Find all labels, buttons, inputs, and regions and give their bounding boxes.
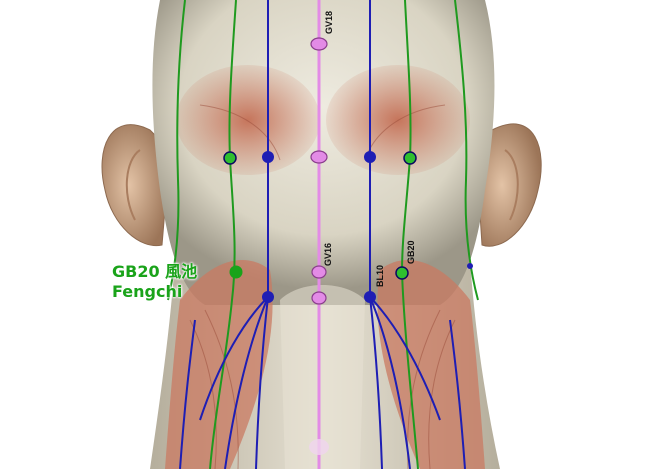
legend-marker [229,265,243,279]
bl10-label: BL10 [375,265,385,287]
gv16-point[interactable] [311,265,327,279]
gv18-point[interactable] [310,37,328,51]
acupoints [223,37,473,305]
gb12-dot[interactable] [467,263,473,269]
right-ear [475,123,542,247]
gv17-point[interactable] [310,150,328,164]
acupoint-legend: GB20 風池 Fengchi [112,262,197,302]
bl9-right-point[interactable] [364,151,376,163]
gv15-point[interactable] [311,291,327,305]
bl10-right-point[interactable] [364,291,376,303]
gb20-right-point[interactable] [395,266,409,280]
bl10-left-point[interactable] [262,291,274,303]
gv16-label: GV16 [323,243,333,266]
legend-chinese-name: 風池 [165,262,198,281]
gb20-label: GB20 [406,240,416,264]
neck-highlight [309,439,329,455]
legend-code: GB20 [112,262,160,281]
bl9-left-point[interactable] [262,151,274,163]
gb19-right-point[interactable] [403,151,417,165]
legend-title: GB20 風池 [112,262,197,282]
legend-pinyin: Fengchi [112,282,183,301]
left-ear [101,124,171,247]
gb19-left-point[interactable] [223,151,237,165]
gv18-label: GV18 [324,11,334,34]
